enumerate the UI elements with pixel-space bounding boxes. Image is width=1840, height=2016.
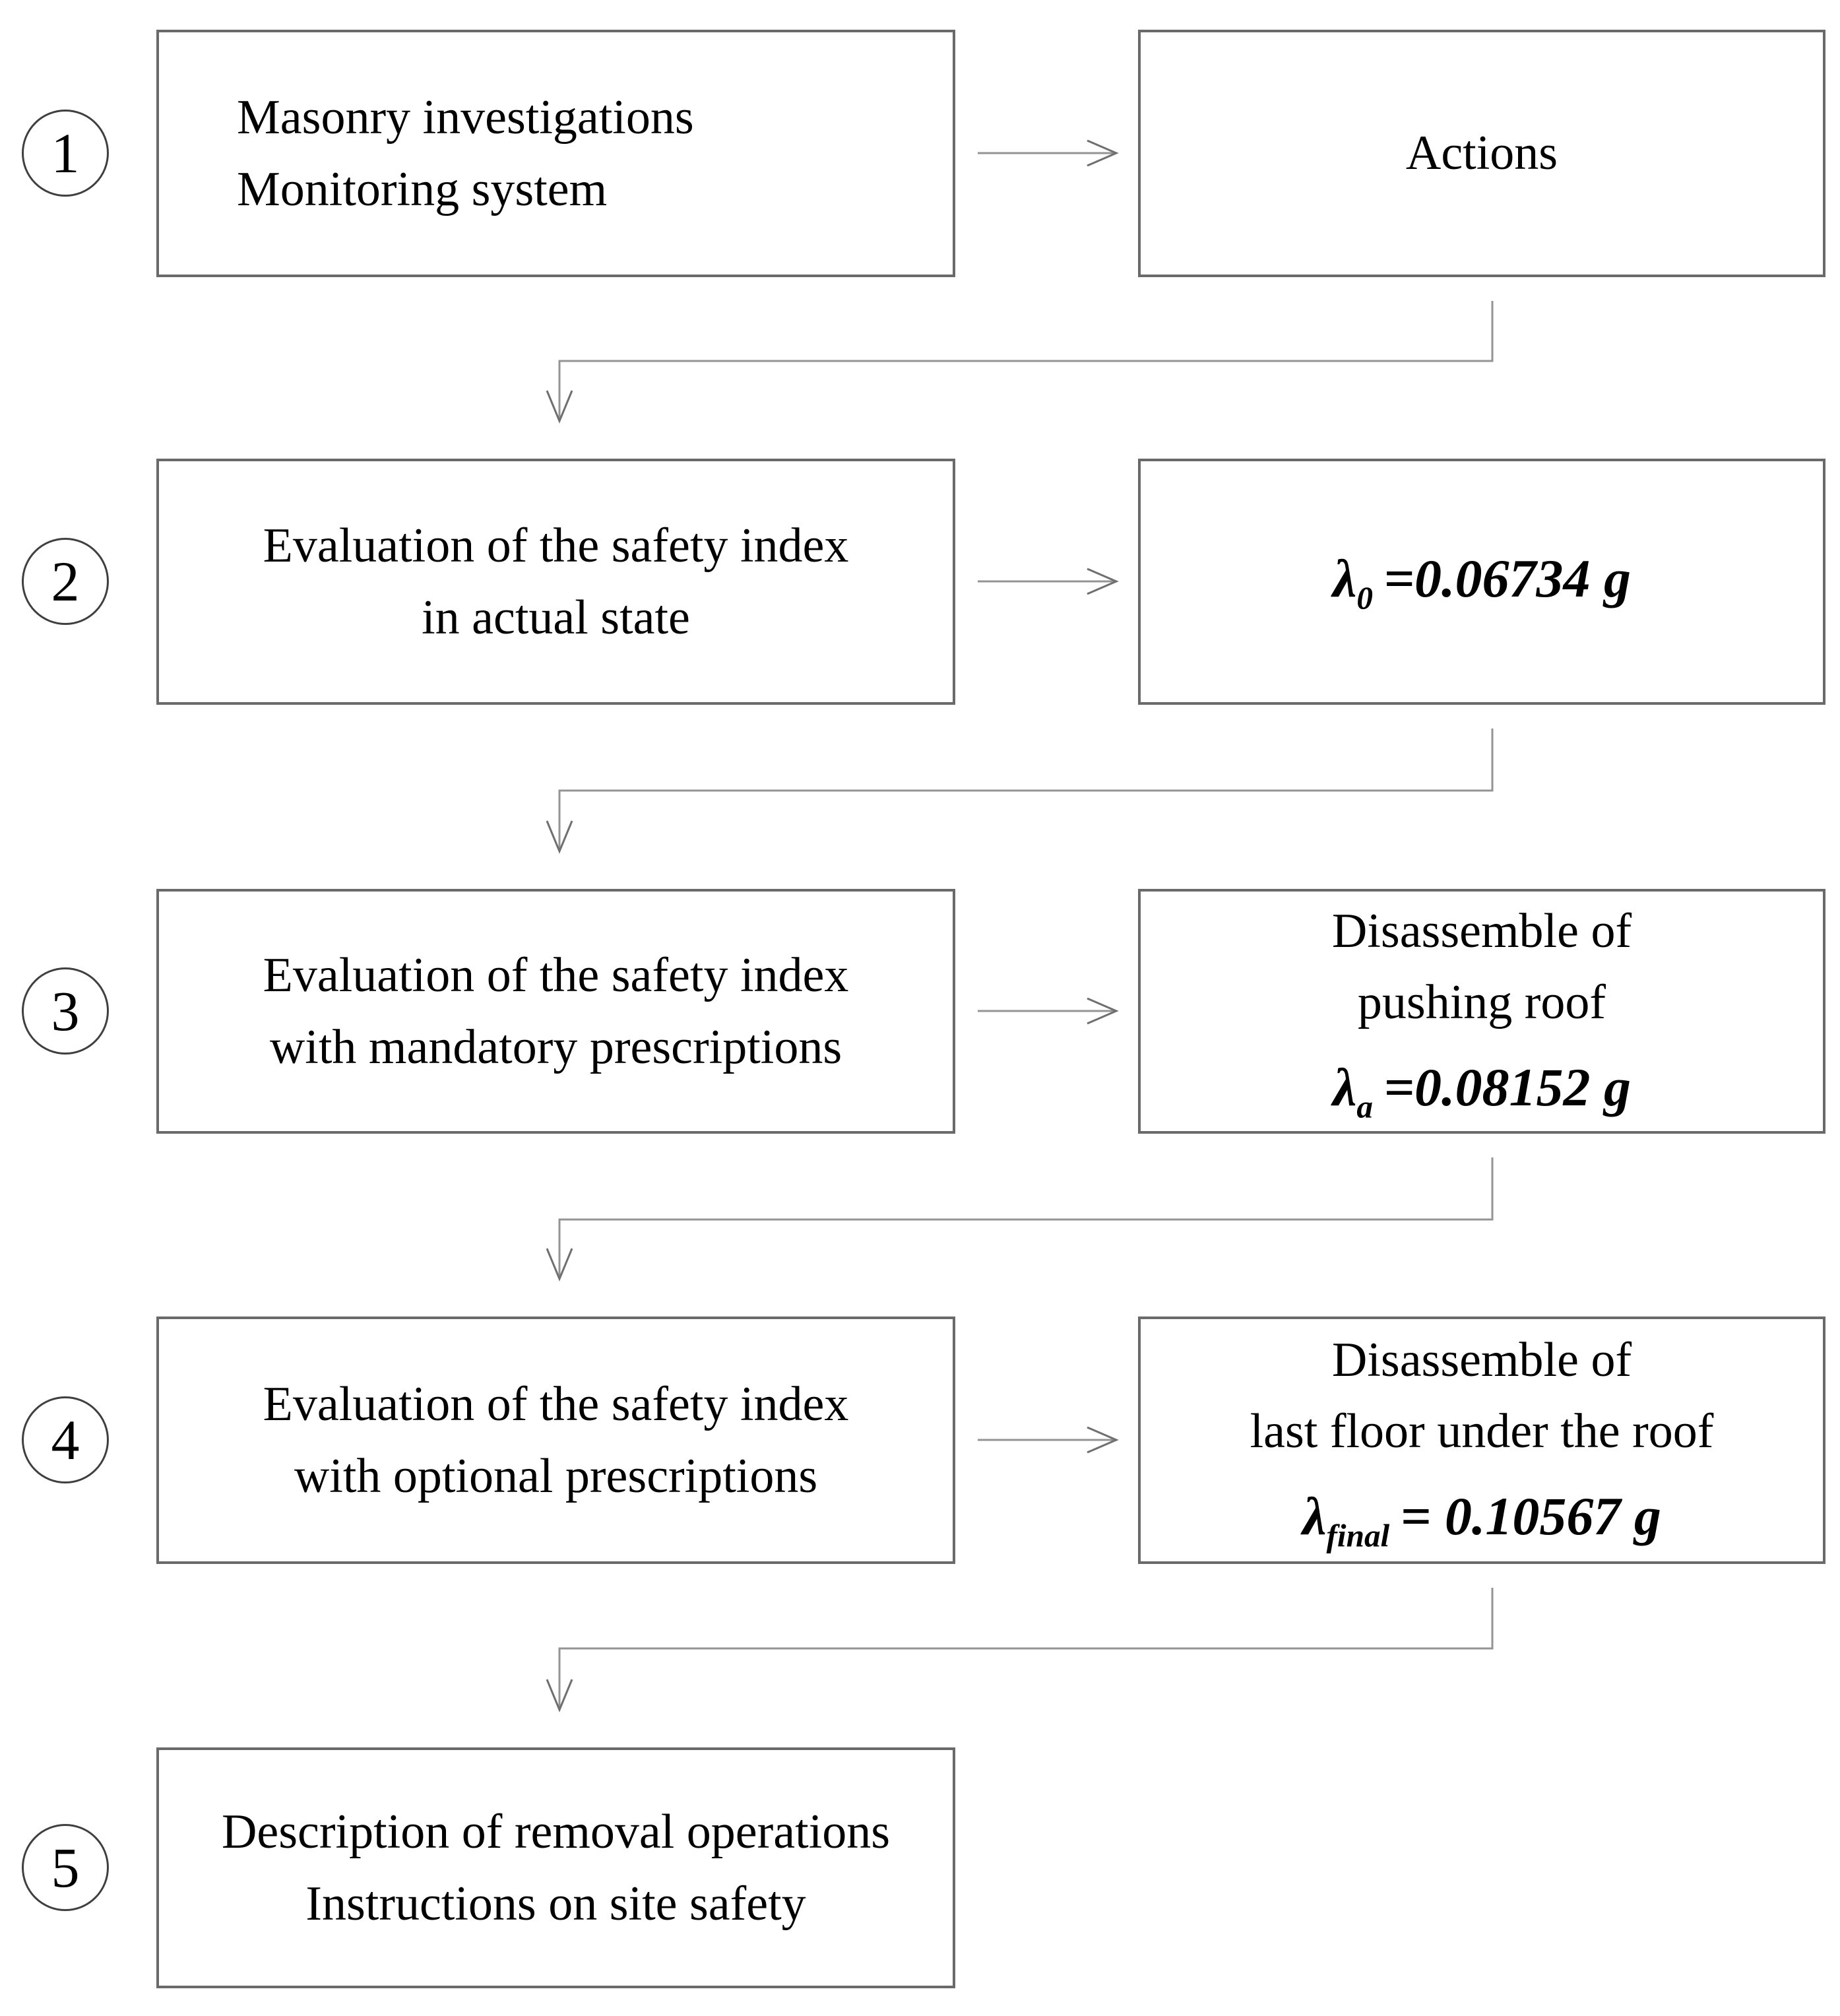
step-1-main-box: Masonry investigations Monitoring system xyxy=(156,30,955,277)
arrow-right-icon xyxy=(978,1426,1119,1454)
safety-index-equation: λfinal = 0.10567 g xyxy=(1302,1483,1661,1556)
step-3-circle: 3 xyxy=(22,967,109,1055)
step-2-circle: 2 xyxy=(22,538,109,625)
step-4-main-box: Evaluation of the safety index with opti… xyxy=(156,1317,955,1564)
step-4-main-label: Evaluation of the safety index xyxy=(263,1377,849,1432)
lambda-subscript: 0 xyxy=(1356,579,1373,616)
equation-value: =0.06734 g xyxy=(1383,548,1632,608)
step-1-main-label: Monitoring system xyxy=(237,162,608,216)
step-3-number: 3 xyxy=(51,979,80,1043)
equation-value: = 0.10567 g xyxy=(1400,1485,1661,1546)
step-3-result-label: pushing roof xyxy=(1357,975,1606,1029)
step-1-number: 1 xyxy=(51,121,80,185)
equation-value: =0.08152 g xyxy=(1383,1057,1632,1117)
step-3-result-label: Disassemble of xyxy=(1331,903,1632,958)
step-3-main-label: with mandatory prescriptions xyxy=(269,1020,842,1074)
safety-index-equation: λ0 =0.06734 g xyxy=(1333,545,1631,618)
arrow-right-icon xyxy=(978,139,1119,167)
lambda-symbol: λ xyxy=(1302,1485,1327,1546)
step-5-circle: 5 xyxy=(22,1824,109,1911)
step-2-main-label: Evaluation of the safety index xyxy=(263,519,849,573)
step-4-result-label: Disassemble of xyxy=(1331,1332,1632,1387)
elbow-arrow-down-icon xyxy=(546,729,1494,854)
arrow-right-icon xyxy=(978,568,1119,595)
step-2-main-box: Evaluation of the safety index in actual… xyxy=(156,459,955,705)
lambda-subscript: final xyxy=(1326,1517,1390,1554)
step-2-number: 2 xyxy=(51,550,80,613)
step-2-result-box: λ0 =0.06734 g xyxy=(1138,459,1825,705)
step-4-result-box: Disassemble of last floor under the roof… xyxy=(1138,1317,1825,1564)
step-3-main-label: Evaluation of the safety index xyxy=(263,948,849,1003)
safety-index-equation: λa =0.08152 g xyxy=(1333,1054,1631,1127)
step-4-number: 4 xyxy=(51,1408,80,1472)
elbow-arrow-down-icon xyxy=(546,1588,1494,1712)
step-1-circle: 1 xyxy=(22,110,109,197)
step-4-circle: 4 xyxy=(22,1396,109,1483)
step-1-result-box: Actions xyxy=(1138,30,1825,277)
step-3-result-box: Disassemble of pushing roof λa =0.08152 g xyxy=(1138,889,1825,1134)
elbow-arrow-down-icon xyxy=(546,1157,1494,1282)
step-1-result-label: Actions xyxy=(1405,126,1558,181)
step-4-main-label: with optional prescriptions xyxy=(294,1448,818,1503)
lambda-symbol: λ xyxy=(1332,548,1357,608)
elbow-arrow-down-icon xyxy=(546,301,1494,424)
step-5-main-label: Description of removal operations xyxy=(221,1805,891,1860)
lambda-symbol: λ xyxy=(1332,1057,1357,1117)
step-1-main-label: Masonry investigations xyxy=(237,90,694,145)
step-3-main-box: Evaluation of the safety index with mand… xyxy=(156,889,955,1134)
step-4-result-label: last floor under the roof xyxy=(1250,1404,1714,1458)
step-5-main-label: Instructions on site safety xyxy=(305,1876,806,1931)
step-5-number: 5 xyxy=(51,1836,80,1899)
step-5-main-box: Description of removal operations Instru… xyxy=(156,1747,955,1988)
lambda-subscript: a xyxy=(1356,1088,1373,1125)
arrow-right-icon xyxy=(978,997,1119,1025)
step-2-main-label: in actual state xyxy=(422,590,690,645)
